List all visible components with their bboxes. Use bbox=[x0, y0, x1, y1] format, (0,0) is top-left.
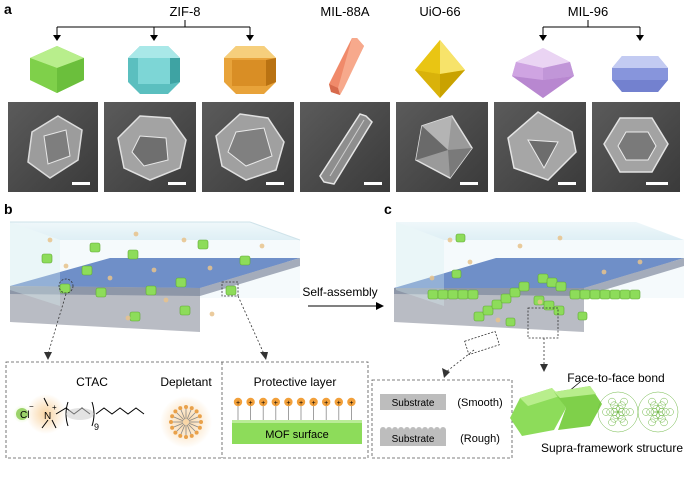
sem-image-2 bbox=[104, 102, 196, 192]
svg-text:+: + bbox=[349, 400, 353, 407]
mof-surface-bar bbox=[232, 420, 362, 444]
uio66-octahedron-icon bbox=[415, 40, 465, 98]
mil96-hexagonal-prism-icon bbox=[612, 56, 668, 92]
mil88a-hexagonal-rod-icon bbox=[329, 38, 364, 95]
sem-image-3 bbox=[202, 102, 294, 192]
label-uio66: UiO-66 bbox=[419, 4, 460, 19]
substrate-rough: Substrate (Rough) bbox=[380, 427, 500, 446]
supra-framework-lattice bbox=[597, 391, 679, 433]
scale-bar bbox=[364, 182, 382, 185]
scale-bar bbox=[168, 182, 186, 185]
svg-text:+: + bbox=[324, 400, 328, 407]
substrate-label-rough: Substrate bbox=[392, 434, 435, 445]
sem-image-5 bbox=[396, 102, 488, 192]
zif8-truncated-cube-orange-icon bbox=[224, 46, 276, 94]
scale-bar bbox=[646, 182, 668, 185]
label-mil88a: MIL-88A bbox=[320, 4, 369, 19]
svg-text:+: + bbox=[249, 400, 253, 407]
substrate-label-smooth: Substrate bbox=[392, 398, 435, 409]
face-bond-label: Face-to-face bond bbox=[567, 371, 664, 385]
panel-c-loose-particles bbox=[429, 233, 643, 378]
sem-image-4 bbox=[300, 102, 390, 192]
zif8-truncated-cube-icon bbox=[128, 46, 180, 94]
smooth-label: (Smooth) bbox=[457, 397, 502, 409]
ctac-molecule: Cl − N + 9 bbox=[13, 394, 145, 434]
zif8-rhombic-dodecahedron-icon bbox=[30, 46, 84, 93]
panel-b-particles bbox=[41, 231, 268, 360]
protective-layer-diagram: ++++++++++++++++++++ MOF surface bbox=[232, 397, 362, 444]
bracket-mil96 bbox=[542, 20, 641, 36]
bracket-zif8 bbox=[56, 20, 251, 36]
face-to-face-particles bbox=[510, 386, 602, 436]
svg-text:+: + bbox=[299, 400, 303, 407]
panel-label-a: a bbox=[4, 1, 12, 17]
mil96-bipyramid-icon bbox=[512, 48, 574, 98]
panel-label-b: b bbox=[4, 201, 13, 217]
self-assembly-label: Self-assembly bbox=[302, 285, 377, 299]
svg-text:+: + bbox=[312, 400, 316, 407]
inset-c-box bbox=[371, 379, 513, 459]
svg-text:+: + bbox=[286, 400, 290, 407]
substrate-smooth: Substrate (Smooth) bbox=[380, 394, 503, 410]
mof-surface-label: MOF surface bbox=[265, 429, 329, 441]
panel-b-box bbox=[10, 221, 301, 332]
label-mil96: MIL-96 bbox=[568, 4, 608, 19]
svg-text:+: + bbox=[274, 400, 278, 407]
panel-c-particle-chains bbox=[427, 273, 641, 322]
svg-text:+: + bbox=[236, 400, 240, 407]
sem-image-6 bbox=[494, 102, 586, 192]
svg-text:+: + bbox=[337, 400, 341, 407]
chloride-sign: − bbox=[29, 402, 34, 411]
panel-label-c: c bbox=[384, 201, 392, 217]
nitrogen-label: N bbox=[44, 411, 51, 422]
depletant-micelle-icon bbox=[160, 396, 212, 448]
sem-image-1 bbox=[8, 102, 98, 192]
label-zif8: ZIF-8 bbox=[169, 4, 200, 19]
scale-bar bbox=[266, 182, 284, 185]
ctac-label: CTAC bbox=[76, 375, 108, 389]
supra-label: Supra-framework structure bbox=[541, 441, 683, 455]
inset-b-box bbox=[5, 361, 369, 459]
sem-image-7 bbox=[592, 102, 680, 192]
protective-layer-label: Protective layer bbox=[254, 375, 337, 389]
scale-bar bbox=[460, 182, 478, 185]
rough-label: (Rough) bbox=[460, 433, 500, 445]
bracket-zif8-arrowheads bbox=[53, 35, 254, 41]
chloride-label: Cl bbox=[20, 410, 29, 421]
depletant-label: Depletant bbox=[160, 375, 212, 389]
bracket-mil96-arrowheads bbox=[539, 35, 644, 41]
svg-text:+: + bbox=[261, 400, 265, 407]
self-assembly-arrow bbox=[308, 302, 384, 310]
nitrogen-sign: + bbox=[52, 403, 57, 412]
scale-bar bbox=[558, 182, 576, 185]
repeat-count: 9 bbox=[94, 422, 99, 432]
scale-bar bbox=[72, 182, 90, 185]
